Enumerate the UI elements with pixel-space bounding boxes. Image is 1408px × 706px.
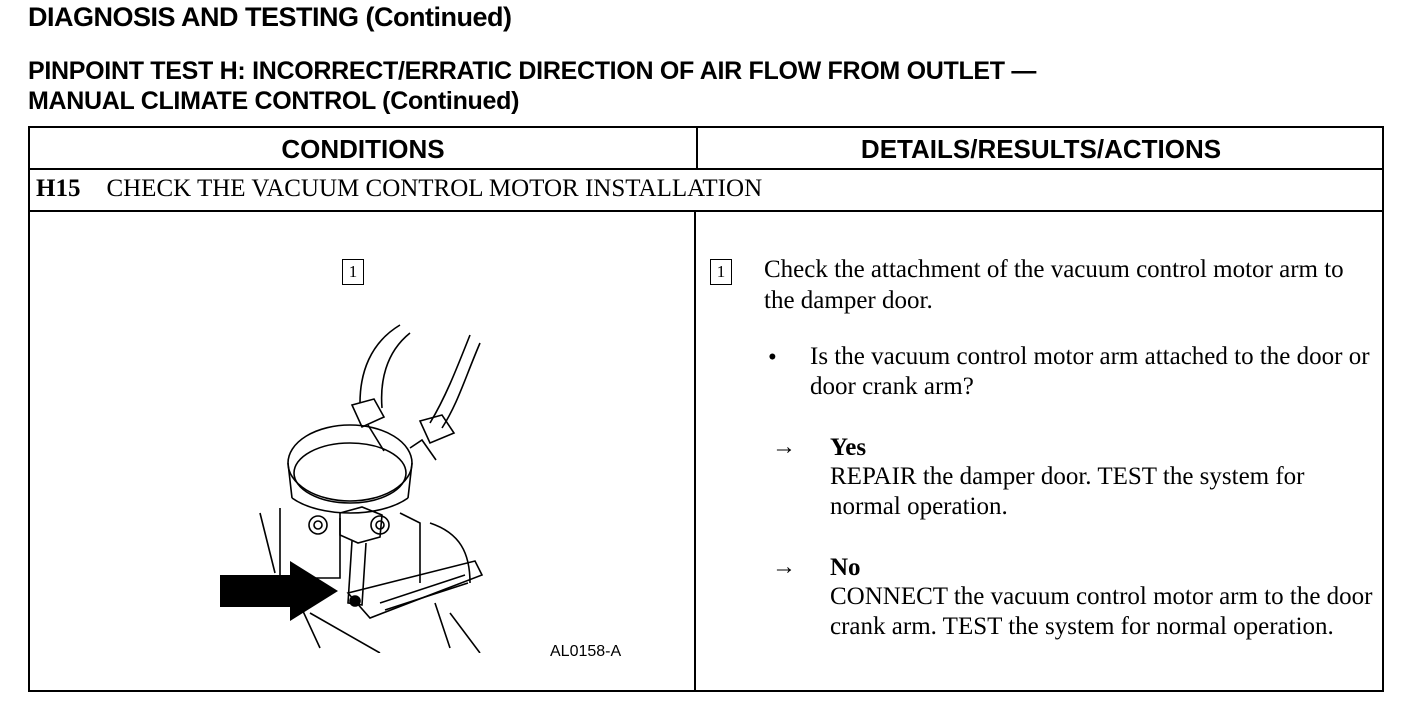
step-row: H15 CHECK THE VACUUM CONTROL MOTOR INSTAL… [36, 175, 762, 203]
test-title-line-2: MANUAL CLIMATE CONTROL (Continued) [28, 87, 520, 115]
details-column-header: DETAILS/RESULTS/ACTIONS [860, 134, 1222, 164]
pointer-arrow-icon [220, 561, 338, 621]
no-action: CONNECT the vacuum control motor arm to … [830, 583, 1373, 640]
vacuum-motor-illustration [220, 324, 484, 653]
pinpoint-test-table: CONDITIONS DETAILS/RESULTS/ACTIONS H15 CH… [28, 126, 1384, 692]
step-divider [30, 210, 1382, 212]
yes-arrow-icon: → [772, 434, 796, 460]
no-arrow-icon: → [772, 554, 796, 580]
section-title: DIAGNOSIS AND TESTING (Continued) [28, 2, 512, 32]
illustration-linework [259, 324, 484, 653]
step-id: H15 [36, 175, 81, 202]
no-label: No [830, 554, 861, 581]
header-divider [30, 168, 1382, 170]
step-title: CHECK THE VACUUM CONTROL MOTOR INSTALLAT… [106, 175, 763, 202]
right-step-number: 1 [710, 259, 732, 285]
step-instruction: Check the attachment of the vacuum contr… [764, 256, 1344, 314]
figure-code: AL0158-A [550, 643, 622, 660]
body-column-divider [694, 212, 696, 690]
yes-action: REPAIR the damper door. TEST the system … [830, 463, 1305, 520]
bullet-icon: • [768, 344, 777, 371]
left-step-number: 1 [342, 259, 364, 285]
pinpoint-test-title: PINPOINT TEST H: INCORRECT/ERRATIC DIREC… [28, 56, 1036, 116]
conditions-column-header: CONDITIONS [281, 134, 445, 164]
header-column-divider [696, 128, 698, 170]
check-question: Is the vacuum control motor arm attached… [810, 343, 1370, 400]
yes-label: Yes [830, 434, 867, 461]
test-title-line-1: PINPOINT TEST H: INCORRECT/ERRATIC DIREC… [28, 57, 1037, 85]
